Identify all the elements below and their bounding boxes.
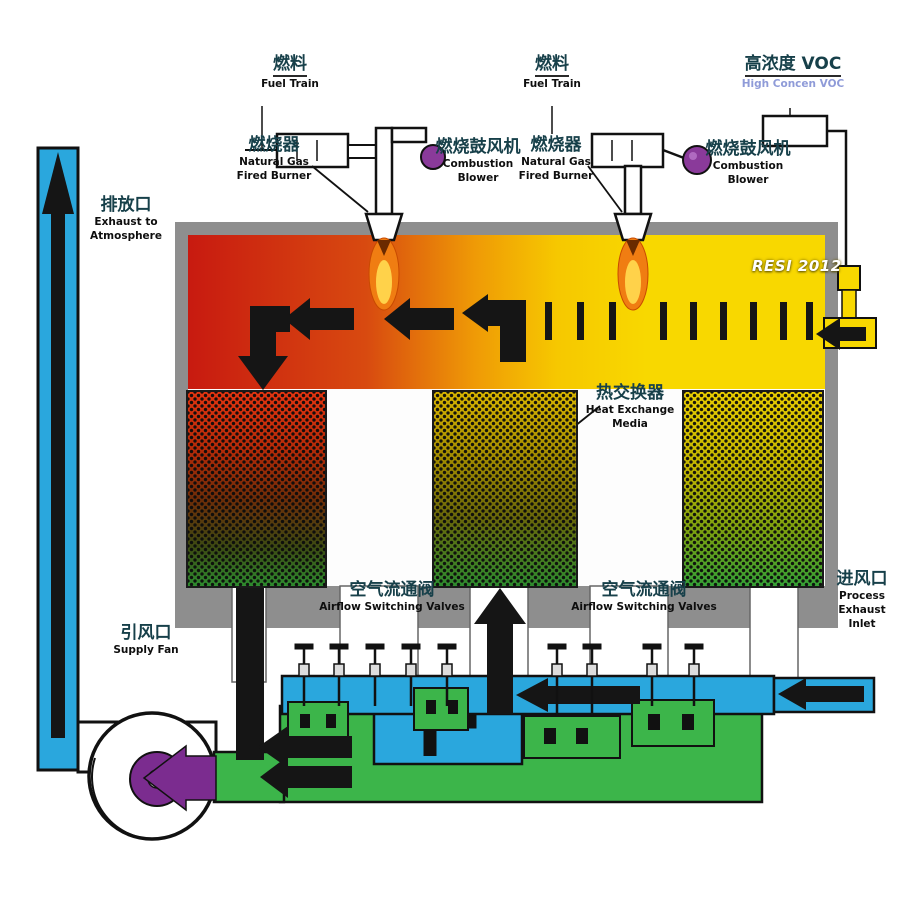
exhaust-en2: Atmosphere bbox=[90, 229, 162, 242]
bed2-up-arrow-icon bbox=[474, 588, 526, 714]
valves-2-en: Airflow Switching Valves bbox=[571, 601, 717, 614]
heat-exchange-bed-3 bbox=[682, 390, 824, 588]
fuel-2-en: Fuel Train bbox=[523, 78, 581, 91]
voc-zh: 高浓度 VOC bbox=[728, 54, 858, 78]
heat-exchange-bed-2 bbox=[432, 390, 578, 588]
valves-2-zh: 空气流通阀 bbox=[601, 580, 687, 600]
fan-en: Supply Fan bbox=[113, 644, 179, 657]
heat-exchange-bed-1 bbox=[186, 390, 327, 588]
bed1-down-duct bbox=[236, 588, 264, 760]
blower-1-en2: Blower bbox=[457, 171, 499, 184]
chamber-elbow-down-arrow-icon bbox=[238, 306, 290, 390]
heat-exchange-en2: Media bbox=[612, 417, 648, 430]
green-left-arrow-icon bbox=[258, 726, 352, 768]
label-fuel-train-2: 燃料 Fuel Train bbox=[500, 54, 604, 91]
fuel-1-zh: 燃料 bbox=[238, 54, 342, 78]
duct-left-arrow-icon bbox=[516, 678, 640, 712]
label-valves-1: 空气流通阀 Airflow Switching Valves bbox=[314, 580, 470, 614]
inlet-en2: Exhaust bbox=[838, 603, 886, 616]
burner-1-assembly bbox=[245, 106, 428, 311]
valve-stems bbox=[294, 643, 704, 716]
burner-1-en1: Natural Gas bbox=[239, 156, 309, 169]
valves-1-en: Airflow Switching Valves bbox=[319, 601, 465, 614]
chamber-left-arrow2-icon bbox=[384, 298, 454, 340]
burner-2-zh: 燃烧器 bbox=[530, 135, 582, 155]
inlet-left-arrow-icon bbox=[778, 678, 864, 710]
label-fuel-train-1: 燃料 Fuel Train bbox=[238, 54, 342, 91]
valve-bodies bbox=[287, 687, 715, 759]
burner-1-en2: Fired Burner bbox=[236, 169, 312, 182]
fuel-train-2-box bbox=[590, 132, 665, 169]
chamber-arrows bbox=[238, 294, 813, 390]
blower-1-zh: 燃烧鼓风机 bbox=[435, 137, 521, 157]
burner-2-en1: Natural Gas bbox=[521, 156, 591, 169]
fuel-1-en: Fuel Train bbox=[261, 78, 319, 91]
label-voc: 高浓度 VOC High Concen VOC bbox=[728, 54, 858, 91]
blower-2-en1: Combustion bbox=[712, 160, 784, 173]
label-burner-2: 燃烧器 Natural Gas Fired Burner bbox=[506, 135, 606, 183]
inlet-en1: Process bbox=[839, 590, 885, 603]
burner-2-assembly bbox=[551, 106, 685, 311]
chamber-elbow-left-arrow-icon bbox=[462, 294, 526, 362]
label-exhaust: 排放口 Exhaust to Atmosphere bbox=[78, 195, 174, 243]
blower-icons bbox=[420, 144, 712, 175]
blower-1-en1: Combustion bbox=[442, 158, 514, 171]
voc-en: High Concen VOC bbox=[741, 78, 845, 91]
heat-exchange-en1: Heat Exchange bbox=[585, 404, 675, 417]
flow-arrows bbox=[142, 588, 864, 812]
label-supply-fan: 引风口 Supply Fan bbox=[98, 623, 194, 657]
voc-inlet-arrow-icon bbox=[816, 318, 866, 350]
label-blower-1: 燃烧鼓风机 Combustion Blower bbox=[426, 137, 530, 185]
burner-2-en2: Fired Burner bbox=[518, 169, 594, 182]
combustion-blower-1-icon bbox=[420, 144, 446, 170]
combustion-blower-2-icon bbox=[682, 145, 712, 175]
exhaust-en1: Exhaust to bbox=[94, 216, 158, 229]
purple-supply-arrow-icon bbox=[142, 744, 217, 812]
blower-2-en2: Blower bbox=[727, 173, 769, 186]
label-burner-1: 燃烧器 Natural Gas Fired Burner bbox=[224, 135, 324, 183]
label-heat-exchange: 热交换器 Heat Exchange Media bbox=[572, 383, 688, 431]
valves-1-zh: 空气流通阀 bbox=[349, 580, 435, 600]
exhaust-zh: 排放口 bbox=[100, 195, 152, 215]
blower-2-zh: 燃烧鼓风机 bbox=[705, 139, 791, 159]
fan-zh: 引风口 bbox=[120, 623, 172, 643]
fuel-2-zh: 燃料 bbox=[500, 54, 604, 78]
burner-1-zh: 燃烧器 bbox=[248, 135, 300, 155]
resi-badge: RESI 2012 bbox=[752, 257, 842, 275]
exhaust-stack-duct bbox=[36, 146, 80, 772]
burner-1-nozzle-icon bbox=[364, 212, 404, 242]
burner-2-nozzle-icon bbox=[613, 212, 653, 242]
stack-up-arrow-icon bbox=[42, 152, 74, 214]
voc-feed-line bbox=[761, 108, 877, 350]
voc-box bbox=[761, 114, 829, 148]
label-blower-2: 燃烧鼓风机 Combustion Blower bbox=[696, 139, 800, 187]
inlet-en3: Inlet bbox=[848, 617, 876, 630]
chamber-left-arrow-icon bbox=[284, 298, 354, 340]
inlet-zh: 进风口 bbox=[836, 569, 888, 589]
green-left-arrow2-icon bbox=[260, 756, 352, 798]
heat-exchange-zh: 热交换器 bbox=[596, 383, 664, 403]
label-process-inlet: 进风口 Process Exhaust Inlet bbox=[826, 569, 898, 630]
label-valves-2: 空气流通阀 Airflow Switching Valves bbox=[566, 580, 722, 614]
